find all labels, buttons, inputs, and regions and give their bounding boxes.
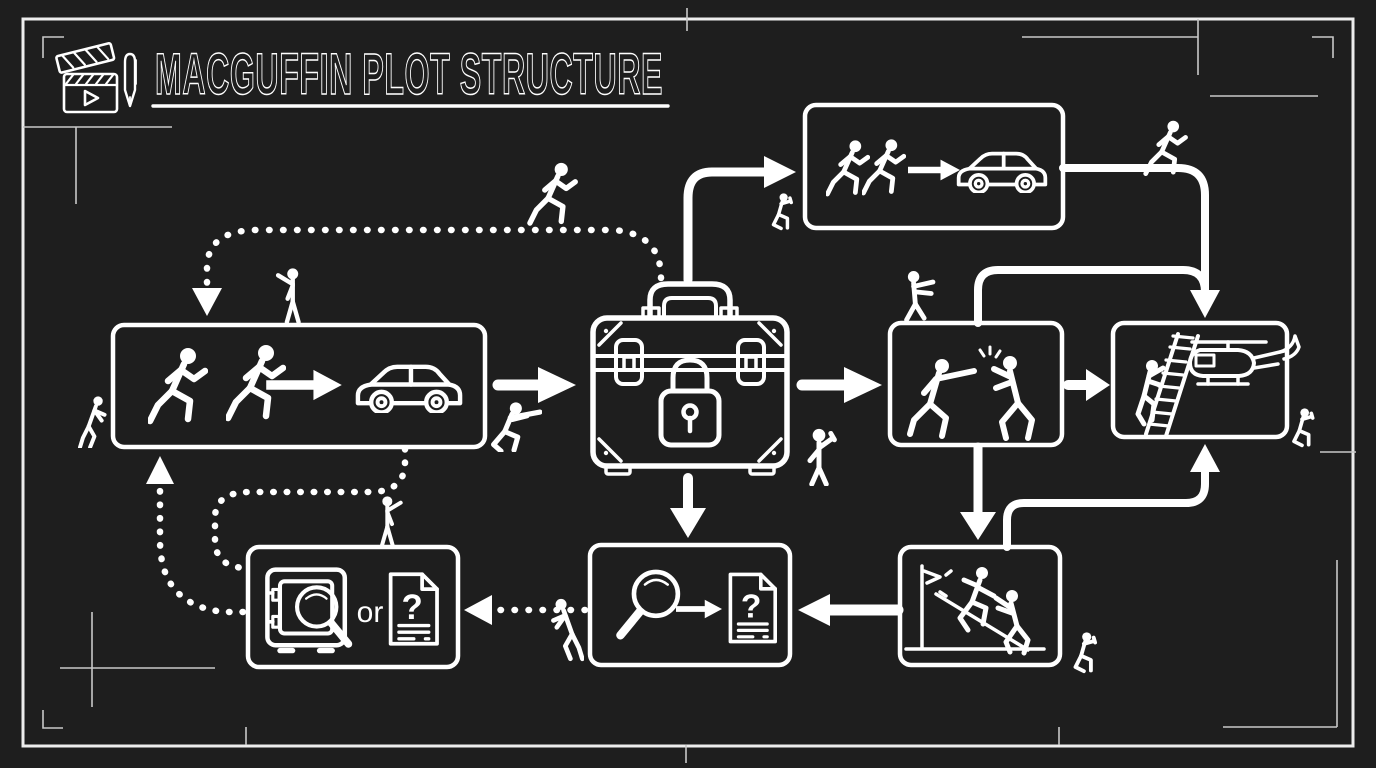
car-icon: [956, 151, 1048, 193]
crouching-shooter-icon: [494, 402, 540, 451]
connector-dotted-briefcase-to-chase: [192, 226, 665, 316]
slope-climb-icon: [904, 564, 1046, 656]
pen-icon: [123, 52, 137, 108]
document-question-icon: [388, 572, 439, 646]
connector-getaway-to-helicopter: [1059, 164, 1220, 318]
connector-dotted-safe-to-chase: [146, 456, 247, 616]
kneeling-figure-icon: [774, 193, 792, 228]
page-title: MACGUFFIN PLOT STRUCTURE: [155, 42, 663, 107]
connector-chase-to-briefcase: [492, 367, 576, 403]
helicopter-icon: [1188, 334, 1301, 386]
running-figure-icon: [530, 163, 575, 223]
connectors-dotted: [146, 226, 665, 625]
safe-icon: [267, 570, 344, 651]
frame-border: [21, 17, 1355, 748]
node-getaway-box: [802, 102, 1066, 231]
fighting-figures-icon: [907, 345, 1035, 441]
kneeling-figure-icon: [1294, 408, 1313, 445]
connector-uphill-to-investigation: [798, 594, 904, 626]
locked-briefcase-icon: [590, 281, 790, 476]
leaning-figure-icon: [80, 396, 105, 447]
document-question-icon: [728, 572, 778, 644]
or-label: or: [357, 596, 384, 629]
connector-dotted-investigation-to-safe: [464, 595, 589, 625]
connector-briefcase-to-getaway: [683, 156, 796, 285]
climbing-figure-icon: [1135, 360, 1166, 427]
phone-figure-icon: [810, 429, 834, 484]
car-icon: [358, 367, 460, 413]
node-foot-chase-box: [110, 322, 488, 450]
node-helicopter-escape-box: [1110, 320, 1301, 440]
kneeling-figure-icon: [1076, 632, 1096, 671]
title-block: MACGUFFIN PLOT STRUCTURE: [55, 41, 670, 114]
zombie-walk-figure-icon: [907, 271, 933, 320]
connector-dotted-chase-to-safe: [211, 445, 409, 572]
node-investigation-box: [587, 542, 793, 668]
connector-confrontation-to-helicopter: [1063, 369, 1110, 401]
node-uphill-climb-box: [897, 544, 1063, 668]
registration-marks: [23, 8, 1356, 763]
running-figure-icon: [827, 140, 867, 194]
connector-briefcase-to-confrontation: [796, 367, 882, 403]
arrow-icon: [908, 159, 960, 181]
node-safe-or-document-box: or: [245, 544, 461, 670]
connector-confrontation-junction: [974, 266, 1209, 327]
connector-uphill-to-helicopter: [1003, 444, 1220, 551]
running-figure-icon: [150, 348, 205, 421]
pointing-figure-icon: [382, 496, 401, 545]
node-macguffin-briefcase: [590, 281, 790, 476]
connectors-solid: [492, 156, 1220, 626]
connector-briefcase-to-investigation: [670, 473, 706, 538]
arrow-icon: [676, 599, 722, 619]
magnifier-icon: [620, 572, 677, 635]
padlock-icon: [658, 357, 722, 448]
connector-confrontation-to-uphill: [960, 442, 996, 540]
sneaking-figure-icon: [553, 599, 582, 659]
running-figure-icon: [863, 139, 903, 193]
clapperboard-icon: [55, 42, 119, 114]
node-confrontation-box: [887, 320, 1065, 448]
pointing-figure-icon: [278, 268, 298, 322]
